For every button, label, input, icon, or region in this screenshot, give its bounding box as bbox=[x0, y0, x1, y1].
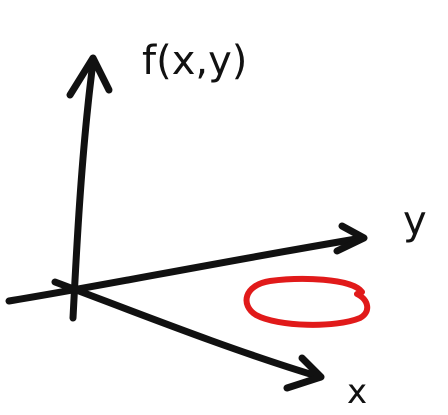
x-axis-line bbox=[51, 278, 324, 381]
red-loop bbox=[243, 275, 371, 328]
y-axis bbox=[5, 222, 368, 305]
vertical-axis-arrowhead bbox=[66, 54, 113, 99]
vertical-axis-label: f(x,y) bbox=[142, 38, 247, 84]
vertical-axis-line bbox=[69, 56, 97, 322]
x-axis-arrowhead bbox=[283, 354, 325, 392]
y-axis-label: y bbox=[403, 198, 427, 244]
vertical-axis bbox=[66, 54, 113, 322]
x-axis bbox=[51, 278, 325, 392]
y-axis-line bbox=[5, 234, 366, 305]
x-axis-label: x bbox=[347, 372, 367, 412]
y-axis-arrowhead bbox=[333, 222, 368, 255]
